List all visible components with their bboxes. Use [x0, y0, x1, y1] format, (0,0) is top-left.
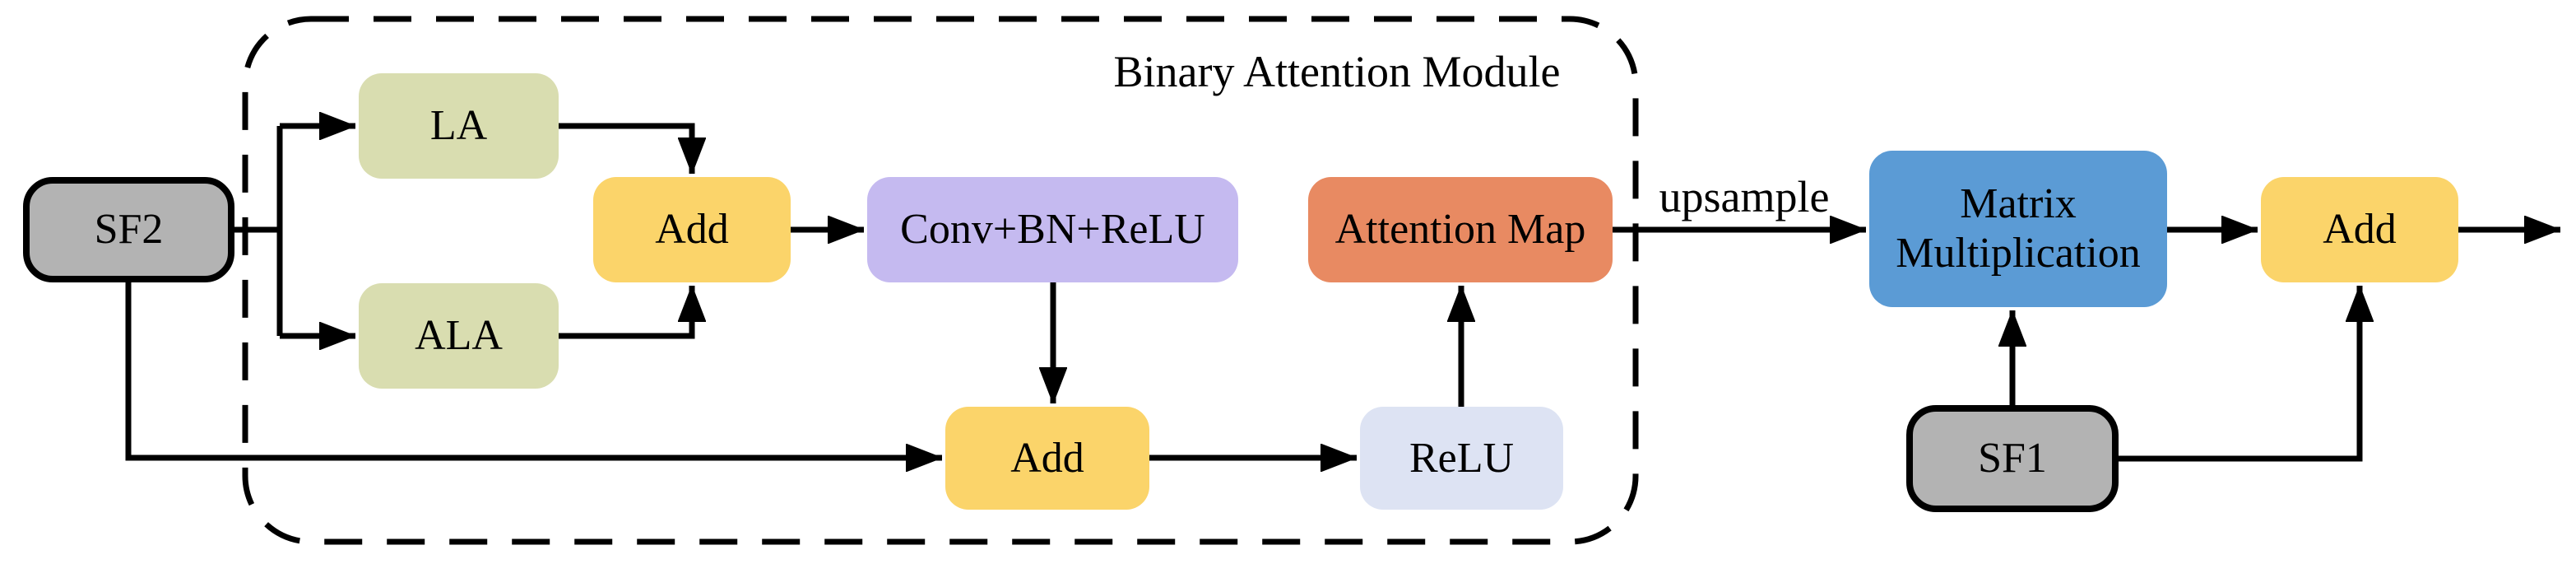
node-add-fuse: Add	[945, 407, 1149, 510]
node-conv-bn-relu: Conv+BN+ReLU	[867, 177, 1238, 282]
node-add-out-label: Add	[2323, 206, 2397, 254]
node-relu: ReLU	[1360, 407, 1563, 510]
node-add-attention-label: Add	[655, 206, 729, 254]
module-boundary-dashed-box	[242, 16, 1639, 545]
edge-ala-to-add	[559, 286, 692, 339]
node-matrix-multiplication: Matrix Multiplication	[1869, 151, 2167, 307]
module-title: Binary Attention Module	[1113, 47, 1561, 96]
node-la-label: LA	[429, 102, 488, 150]
edge-sf1-to-addout	[2119, 286, 2360, 462]
node-sf1-label: SF1	[1978, 435, 2047, 482]
node-la: LA	[359, 73, 559, 179]
node-sf2: SF2	[23, 177, 234, 282]
node-relu-label: ReLU	[1409, 434, 1515, 482]
edge-sf2-bypass-to-addfuse	[125, 282, 942, 458]
edge-label-upsample: upsample	[1659, 172, 1830, 221]
node-add-attention: Add	[593, 177, 791, 282]
node-sf2-label: SF2	[94, 206, 164, 254]
node-attention-map-label: Attention Map	[1334, 206, 1586, 254]
node-matrix-multiplication-label: Matrix Multiplication	[1896, 180, 2141, 277]
node-sf1: SF1	[1906, 405, 2119, 512]
node-add-fuse-label: Add	[1010, 434, 1084, 482]
node-conv-bn-relu-label: Conv+BN+ReLU	[900, 206, 1205, 254]
edge-la-to-add	[559, 123, 692, 174]
node-attention-map: Attention Map	[1308, 177, 1613, 282]
node-ala: ALA	[359, 283, 559, 389]
node-add-out: Add	[2261, 177, 2458, 282]
node-ala-label: ALA	[415, 312, 503, 360]
